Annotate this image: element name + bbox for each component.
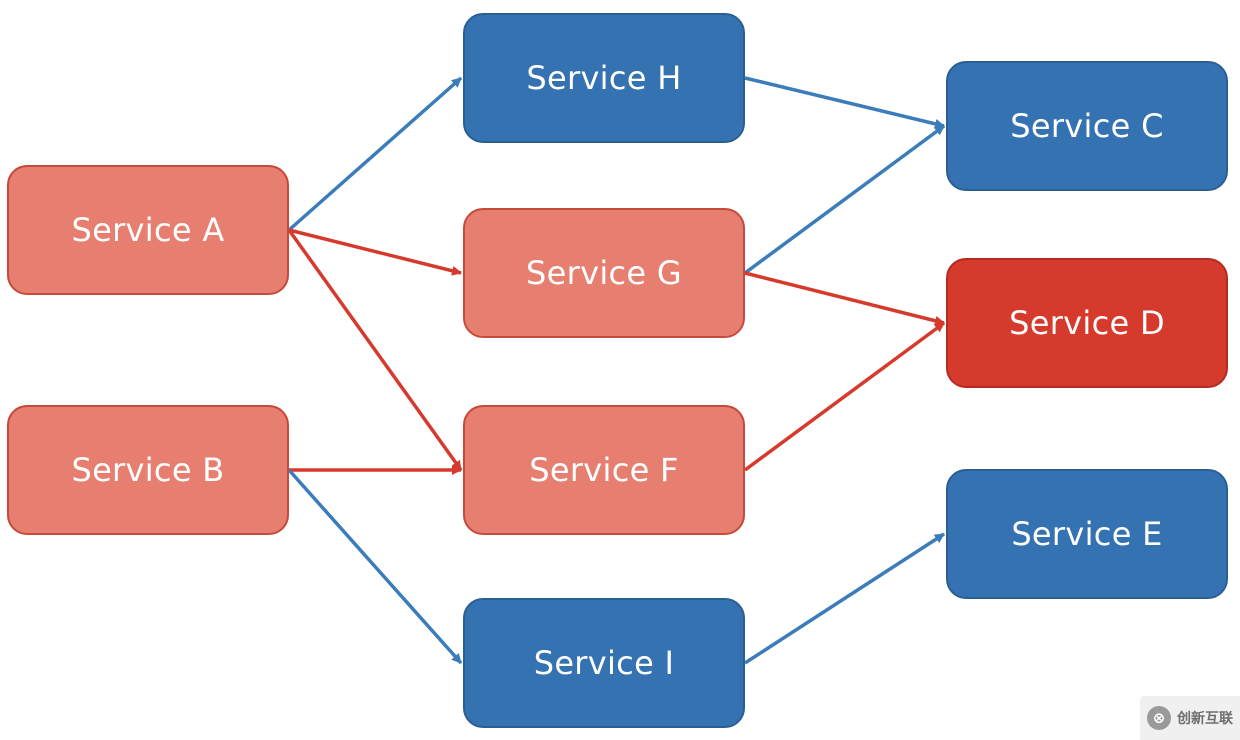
edge-g-to-c (743, 124, 946, 275)
service-g-node[interactable]: Service G (463, 208, 745, 338)
edges-layer (287, 76, 946, 665)
edge-i-to-e (744, 532, 945, 665)
service-a-label: Service A (71, 211, 225, 249)
service-b-node[interactable]: Service B (7, 405, 289, 535)
edge-f-to-d (743, 321, 946, 472)
service-d-node[interactable]: Service D (946, 258, 1228, 388)
service-g-label: Service G (526, 254, 682, 292)
edge-b-to-i (287, 468, 463, 665)
edge-a-to-f (287, 228, 463, 472)
service-a-node[interactable]: Service A (7, 165, 289, 295)
watermark-text: 创新互联 (1177, 711, 1233, 727)
edge-a-to-g (288, 228, 462, 276)
service-f-node[interactable]: Service F (463, 405, 745, 535)
service-i-label: Service I (533, 644, 675, 682)
service-f-label: Service F (529, 451, 679, 489)
service-h-node[interactable]: Service H (463, 13, 745, 143)
edge-g-to-d (744, 271, 945, 326)
service-e-label: Service E (1011, 515, 1163, 553)
service-d-label: Service D (1009, 304, 1165, 342)
service-i-node[interactable]: Service I (463, 598, 745, 728)
watermark: ⊗ 创新互联 (1140, 696, 1240, 740)
edge-h-to-c (744, 76, 945, 129)
edge-a-to-h (287, 76, 463, 232)
service-b-label: Service B (71, 451, 225, 489)
service-c-label: Service C (1010, 107, 1164, 145)
service-e-node[interactable]: Service E (946, 469, 1228, 599)
service-c-node[interactable]: Service C (946, 61, 1228, 191)
service-h-label: Service H (526, 59, 682, 97)
chuangxin-logo-icon: ⊗ (1147, 706, 1171, 730)
